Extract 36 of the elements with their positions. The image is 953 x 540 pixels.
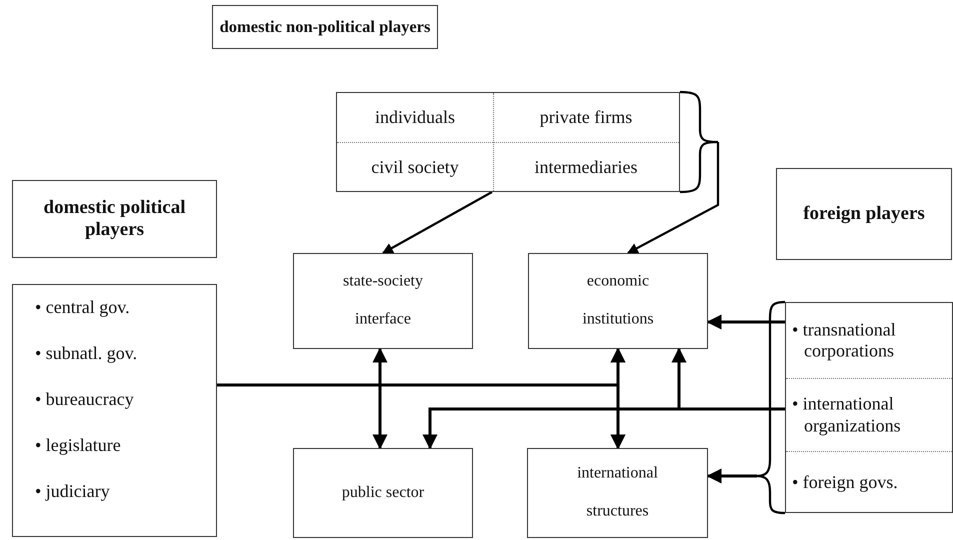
heading-text: foreign players [802,203,926,225]
list-item: • judiciary [35,481,110,502]
arrow [706,468,757,484]
heading-text: domestic non-political players [218,17,432,37]
heading-box [12,180,217,258]
arrow [422,408,785,450]
process-box [527,448,708,538]
arrow [217,384,626,450]
box-label: state-society interface [342,272,424,330]
list-item: • central gov. [35,297,130,318]
list-item: • transnational corporations [792,318,897,362]
process-box [528,253,708,349]
list-item: • legislature [35,435,121,456]
cell-text: individuals [374,106,456,129]
arrow [372,348,388,450]
cell-text: intermediaries [534,156,638,179]
heading-box [776,168,952,260]
box-label: public sector [340,482,426,503]
table-box [336,92,680,192]
list-box [12,284,217,537]
box-label: economic institutions [581,272,655,330]
arrow [382,191,493,254]
arrow [706,314,785,330]
process-box [293,448,473,538]
list-box [785,302,953,513]
process-box [293,253,473,349]
heading-box [212,5,438,49]
cell-text: civil society [370,156,460,179]
heading-text: domestic political players [42,197,186,241]
list-item: • subnatl. gov. [35,343,138,364]
arrow [627,142,720,254]
list-item: • international organizations [792,393,902,437]
cell-text: private firms [538,106,634,129]
list-item: • bureaucracy [35,389,134,410]
list-item: • foreign govs. [792,472,899,494]
box-label: international structures [576,464,659,522]
